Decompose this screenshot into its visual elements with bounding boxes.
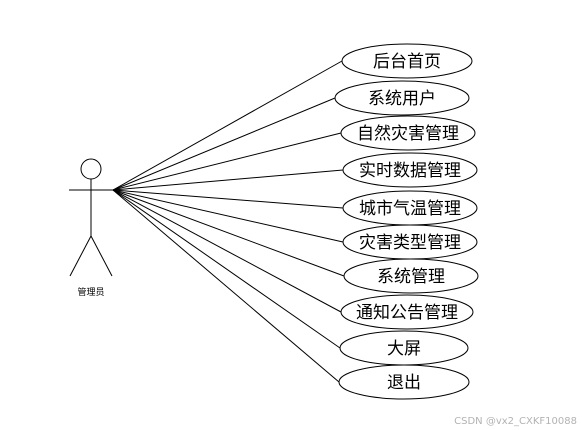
- association-line: [112, 189, 345, 277]
- use-cases: 后台首页系统用户自然灾害管理实时数据管理城市气温管理灾害类型管理系统管理通知公告…: [334, 43, 479, 400]
- use-case-label: 退出: [387, 373, 421, 393]
- use-case-ellipse: [340, 115, 476, 151]
- association-line: [112, 169, 344, 191]
- use-case: 大屏: [339, 330, 469, 366]
- use-case: 系统管理: [343, 258, 479, 294]
- use-case: 实时数据管理: [342, 152, 478, 188]
- watermark-text: CSDN @vx2_CXKF10088: [454, 416, 577, 427]
- use-case: 退出: [338, 364, 470, 400]
- use-case-label: 大屏: [387, 339, 421, 359]
- use-case: 后台首页: [341, 43, 473, 79]
- actor-figure: 管理员: [69, 158, 113, 298]
- use-case: 通知公告管理: [340, 294, 474, 330]
- use-case-label: 自然灾害管理: [357, 124, 459, 144]
- use-case-ellipse: [338, 364, 470, 400]
- use-case-label: 灾害类型管理: [359, 233, 461, 253]
- use-case-label: 后台首页: [373, 52, 441, 72]
- use-case-label: 系统管理: [377, 267, 445, 287]
- association-line: [112, 97, 336, 191]
- association-line: [112, 189, 342, 313]
- association-line: [112, 60, 343, 191]
- use-case-label: 系统用户: [368, 89, 436, 109]
- use-case-label: 实时数据管理: [359, 161, 461, 181]
- actor-right-leg: [90, 235, 113, 277]
- association-line: [112, 189, 340, 383]
- use-case-label: 城市气温管理: [359, 199, 461, 219]
- use-case-ellipse: [341, 43, 473, 79]
- use-case-label: 通知公告管理: [356, 303, 458, 323]
- use-case-ellipse: [334, 80, 470, 116]
- use-case: 灾害类型管理: [342, 224, 478, 260]
- actor-head: [80, 158, 102, 180]
- association-line: [112, 189, 344, 243]
- actor-label: 管理员: [77, 286, 104, 298]
- use-case: 自然灾害管理: [340, 115, 476, 151]
- association-lines: [112, 60, 345, 383]
- use-case: 系统用户: [334, 80, 470, 116]
- association-line: [112, 132, 342, 191]
- use-case-ellipse: [342, 152, 478, 188]
- actor-left-leg: [69, 235, 92, 277]
- association-line: [112, 189, 341, 349]
- use-case-ellipse: [343, 258, 479, 294]
- use-case-ellipse: [340, 294, 474, 330]
- use-case: 城市气温管理: [342, 190, 478, 226]
- association-line: [112, 189, 344, 209]
